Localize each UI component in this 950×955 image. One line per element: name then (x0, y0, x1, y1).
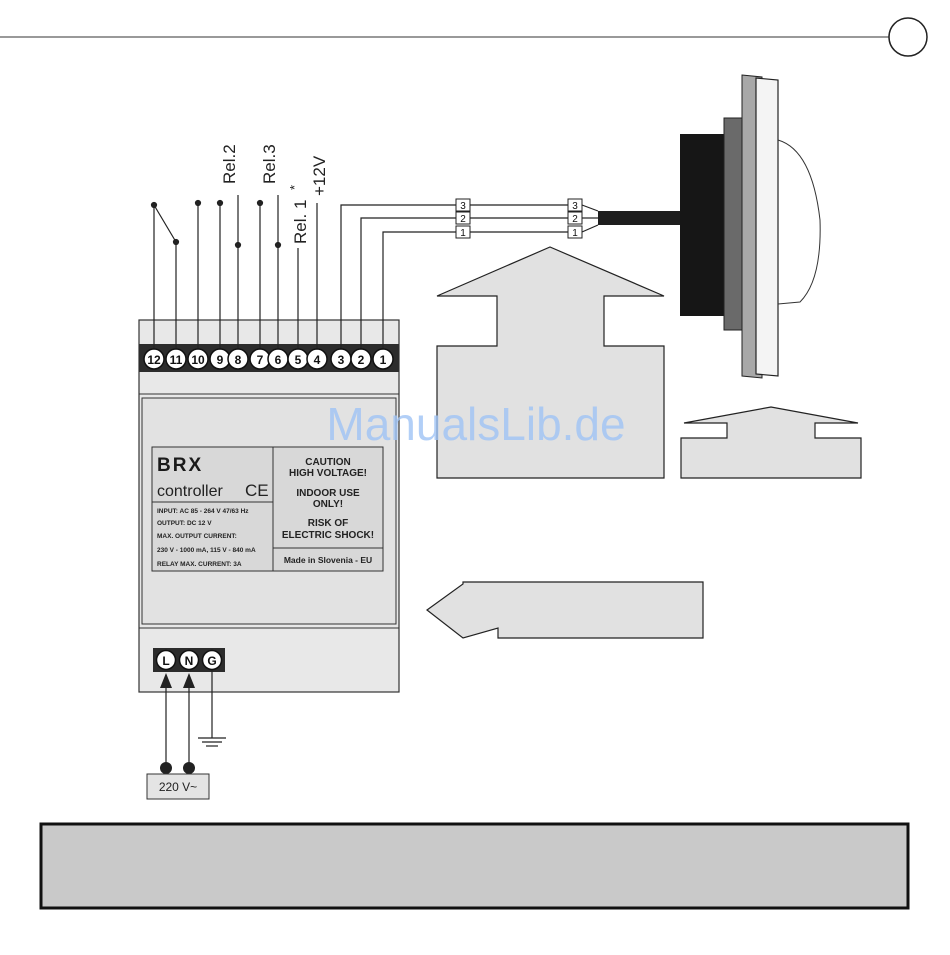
warning-risk: RISK OF (308, 518, 349, 529)
svg-text:4: 4 (314, 353, 321, 367)
watermark: ManualsLib.de (326, 398, 625, 450)
svg-text:3: 3 (460, 201, 466, 212)
terminal-7: 7 (249, 348, 271, 370)
svg-text:1: 1 (460, 228, 466, 239)
terminal-12: 12 (143, 348, 165, 370)
svg-text:3: 3 (338, 353, 345, 367)
power-terminal-strip: L N G (153, 648, 225, 672)
svg-text:7: 7 (257, 353, 264, 367)
terminal-G: G (201, 649, 223, 671)
spec-line-3: MAX. OUTPUT CURRENT: (157, 533, 237, 540)
terminal-10: 10 (187, 348, 209, 370)
warning-only: ONLY! (313, 499, 343, 510)
label-rel1-asterisk: * (287, 185, 302, 190)
cable-markers-left: 3 2 1 (455, 198, 471, 239)
terminal-1: 1 (372, 348, 394, 370)
arrow-left (425, 581, 704, 639)
arrow-up-small (680, 406, 862, 479)
terminal-9: 9 (209, 348, 231, 370)
terminal-11: 11 (165, 348, 187, 370)
ce-mark: CE (245, 481, 269, 500)
terminal-3: 3 (330, 348, 352, 370)
supply-box: 220 V~ (146, 773, 210, 800)
svg-text:12: 12 (147, 353, 161, 367)
terminal-8: 8 (227, 348, 249, 370)
svg-text:3: 3 (572, 201, 578, 212)
warning-high-voltage: HIGH VOLTAGE! (289, 468, 367, 479)
spec-line-5: RELAY MAX. CURRENT: 3A (157, 561, 242, 568)
sensor-cable (340, 204, 599, 348)
arrow-up-large (436, 246, 665, 479)
made-in: Made in Slovenia - EU (284, 555, 372, 565)
spec-line-1: INPUT: AC 85 - 264 V 47/63 Hz (157, 508, 249, 515)
label-rel2: Rel.2 (220, 144, 239, 184)
product-label: BRX controller CE INPUT: AC 85 - 264 V 4… (151, 446, 384, 572)
label-rel3: Rel.3 (260, 144, 279, 184)
svg-text:L: L (162, 654, 169, 668)
terminal-L: L (155, 649, 177, 671)
svg-text:G: G (207, 654, 216, 668)
svg-text:5: 5 (295, 353, 302, 367)
spec-line-4: 230 V - 1000 mA, 115 V - 840 mA (157, 547, 256, 554)
warning-shock: ELECTRIC SHOCK! (282, 530, 374, 541)
svg-text:10: 10 (191, 353, 205, 367)
svg-text:6: 6 (275, 353, 282, 367)
relay-wiring (150, 195, 318, 348)
svg-text:N: N (185, 654, 194, 668)
cable-markers-right: 3 2 1 (567, 198, 583, 239)
svg-text:1: 1 (380, 353, 387, 367)
top-terminal-strip: 12 11 10 9 8 7 6 5 4 3 2 1 (143, 348, 394, 370)
spec-line-2: OUTPUT: DC 12 V (157, 520, 212, 527)
svg-text:2: 2 (460, 214, 466, 225)
terminal-5: 5 (287, 348, 309, 370)
svg-text:1: 1 (572, 228, 578, 239)
terminal-2: 2 (350, 348, 372, 370)
svg-text:11: 11 (170, 353, 183, 367)
terminal-6: 6 (267, 348, 289, 370)
warning-caution: CAUTION (305, 457, 351, 468)
supply-label: 220 V~ (159, 780, 197, 794)
sensor-side-view (598, 74, 821, 379)
label-plus12v: +12V (310, 155, 329, 196)
svg-text:2: 2 (358, 353, 365, 367)
label-rel1: Rel. 1 (291, 200, 310, 244)
terminal-N: N (178, 649, 200, 671)
svg-text:9: 9 (217, 353, 224, 367)
svg-text:2: 2 (572, 214, 578, 225)
warning-indoor: INDOOR USE (296, 488, 360, 499)
svg-text:8: 8 (235, 353, 242, 367)
footer-panel (39, 822, 910, 910)
power-wiring (160, 670, 226, 774)
product-name: controller (157, 483, 223, 500)
page-number-circle (888, 17, 928, 57)
brand-logo: BRX (157, 455, 203, 476)
terminal-4: 4 (306, 348, 328, 370)
